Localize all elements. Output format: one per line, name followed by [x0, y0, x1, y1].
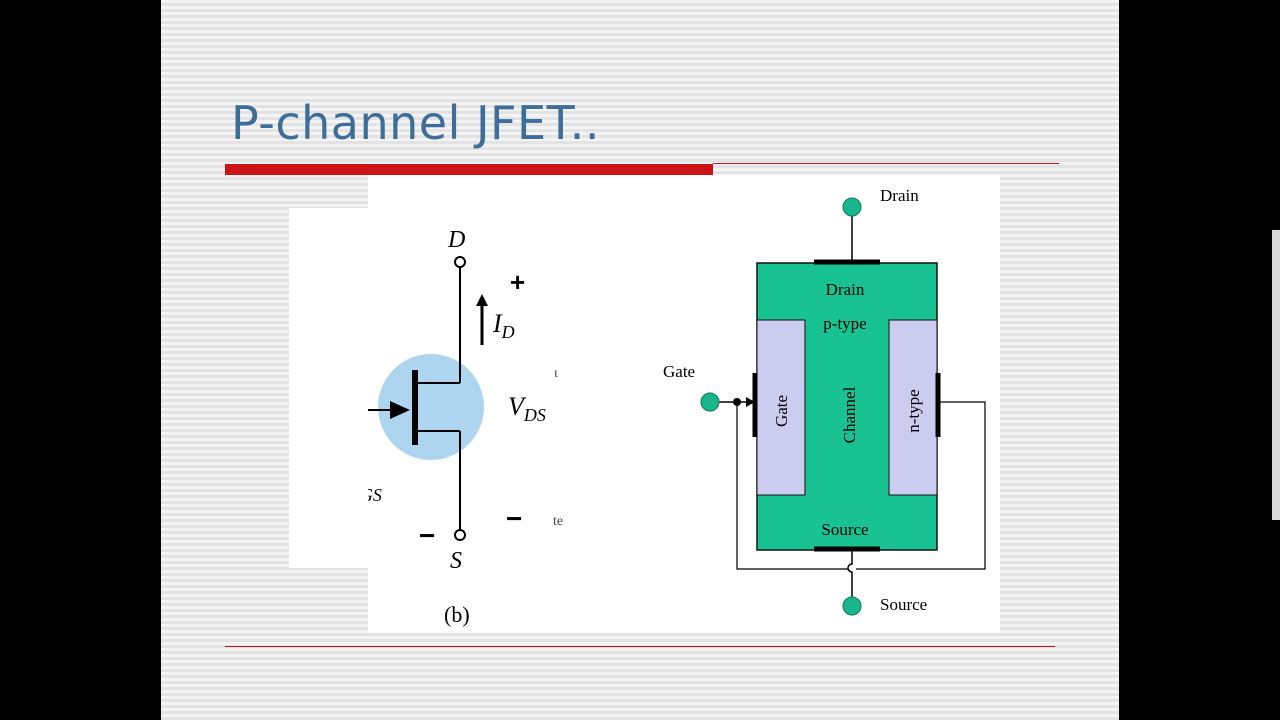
bottom-rule	[225, 646, 1055, 647]
drain-region-label: Drain	[826, 280, 865, 299]
label-s: S	[450, 548, 462, 574]
gate-loop-right	[856, 401, 986, 570]
p-type-label: p-type	[823, 314, 866, 333]
source-wire	[847, 551, 853, 597]
vgs-minus: −	[419, 520, 435, 551]
gate-arrow	[390, 401, 410, 419]
figure-canvas: D S G ID VDS VGS + + − − (b) ι te Drain	[368, 186, 986, 627]
gate-terminal-label: Gate	[663, 362, 695, 381]
jfet-symbol: D S G ID VDS VGS + + − − (b) ι te	[368, 227, 563, 627]
slide: P-channel JFET..	[161, 0, 1119, 720]
gate-region-label: Gate	[772, 395, 791, 427]
cropped-fragment-2: te	[553, 514, 563, 529]
source-terminal-label: Source	[880, 595, 927, 614]
label-vds: VDS	[508, 392, 546, 425]
source-dot	[842, 596, 862, 616]
highlight-circle	[378, 354, 484, 460]
jfet-structure: Drain Gate	[663, 186, 986, 616]
caption-b: (b)	[444, 602, 470, 627]
slide-title: P-channel JFET..	[231, 96, 600, 150]
source-region-label: Source	[821, 520, 868, 539]
vds-minus: −	[506, 503, 522, 534]
label-vgs: VGS	[368, 472, 382, 505]
cropped-fragment-1: ι	[554, 366, 558, 381]
title-underline-thin	[713, 163, 1059, 164]
n-type-label: n-type	[904, 389, 923, 432]
drain-terminal	[454, 256, 466, 268]
figure-panel: D S G ID VDS VGS + + − − (b) ι te Drain	[368, 175, 1000, 633]
vds-plus: +	[510, 267, 525, 297]
symbol-backdrop	[289, 208, 373, 568]
source-terminal	[454, 529, 466, 541]
gate-loop-left	[736, 402, 848, 570]
gate-dot	[700, 392, 720, 412]
drain-dot	[842, 197, 862, 217]
drain-terminal-label: Drain	[880, 186, 919, 205]
label-id: ID	[492, 309, 515, 342]
label-d: D	[447, 227, 465, 253]
gate-wire-arrow	[746, 397, 755, 407]
channel-label: Channel	[840, 386, 859, 443]
n-region-right	[888, 319, 938, 496]
title-underline-thick	[225, 164, 713, 175]
right-edge-mark	[1272, 230, 1280, 520]
